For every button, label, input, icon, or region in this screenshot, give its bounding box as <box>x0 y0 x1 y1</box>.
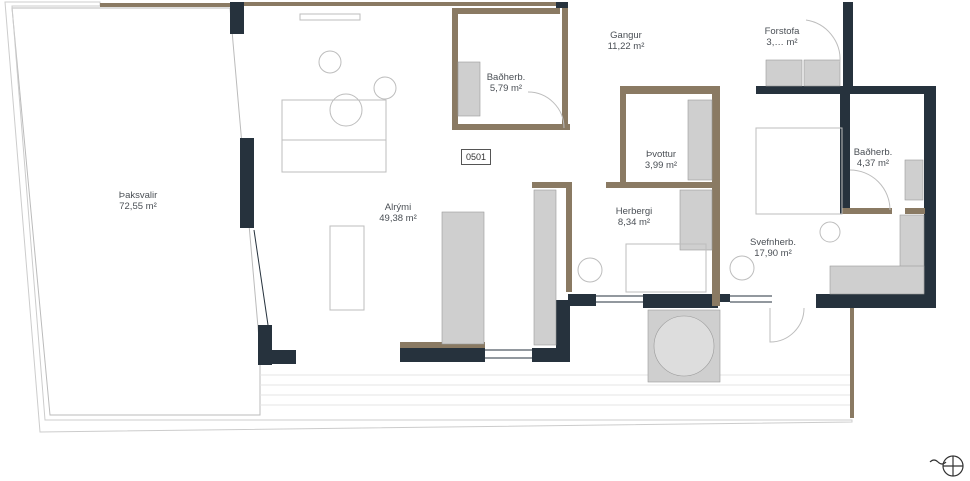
room-label-bathroom-2: Baðherb.4,37 m² <box>853 147 893 169</box>
furniture <box>281 13 891 343</box>
room-label-bathroom-1: Baðherb.5,79 m² <box>486 72 526 94</box>
terrace-area <box>11 7 261 416</box>
compass-icon <box>929 455 964 477</box>
windows <box>253 229 772 359</box>
interior-walls <box>244 2 925 418</box>
unit-id-label: 0501 <box>461 149 491 165</box>
fixtures <box>441 59 925 383</box>
deck-lines <box>260 374 850 406</box>
room-label-master-bedroom: Svefnherb.17,90 m² <box>750 237 796 259</box>
exterior-walls <box>230 2 936 365</box>
